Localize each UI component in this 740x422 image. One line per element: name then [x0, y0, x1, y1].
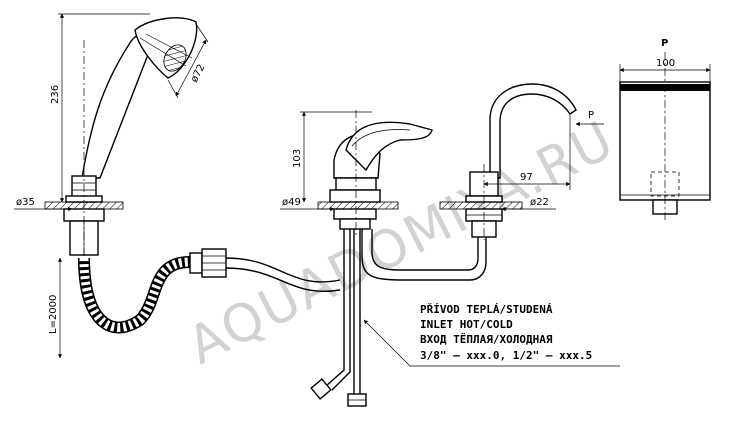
spout-arc: [478, 83, 577, 179]
view-arrow-label: P: [588, 110, 594, 121]
dim-2000: L=2000: [48, 295, 59, 334]
dim-35: ø35: [16, 197, 35, 208]
shower-hose: L=2000: [48, 248, 341, 359]
dim-72-line: [175, 39, 207, 97]
dim-97: 97: [520, 172, 533, 183]
dim-49: ø49: [282, 197, 301, 208]
dim-100: 100: [656, 58, 675, 69]
watermark: AQUADOMIYA.RU: [179, 110, 625, 377]
dim-72: ø72: [189, 63, 208, 85]
side-view-title: P: [661, 38, 668, 49]
deck-plate-spout: [439, 201, 523, 210]
deck-plate-mixer: [317, 201, 399, 210]
note-leader: [363, 319, 411, 367]
dim-103: 103: [292, 149, 303, 168]
note-line-en: INLET HOT/COLD: [420, 318, 513, 331]
mixer-lever: [345, 121, 433, 172]
shower-handset: 236 ø72 ø35: [14, 13, 209, 260]
shower-head: [134, 17, 198, 79]
shower-handle: [81, 30, 157, 179]
dim-236: 236: [50, 85, 61, 104]
mixer-valve: 103 ø49: [280, 110, 433, 236]
note-line-sizes: 3/8" – xxx.0, 1/2" – xxx.5: [420, 349, 592, 362]
dim-22: ø22: [530, 197, 549, 208]
mixer-base: [329, 189, 381, 203]
side-view-p: P 100: [619, 38, 711, 222]
bath-spout: 97 ø22 P: [439, 83, 604, 240]
note-line-cz: PŘÍVOD TEPLÁ/STUDENÁ: [420, 303, 553, 316]
note-line-ru: ВХОД ТЁПЛАЯ/ХОЛОДНАЯ: [420, 332, 553, 346]
inlet-note: PŘÍVOD TEPLÁ/STUDENÁ INLET HOT/COLD ВХОД…: [363, 303, 620, 367]
supply-pipes: [310, 229, 487, 407]
